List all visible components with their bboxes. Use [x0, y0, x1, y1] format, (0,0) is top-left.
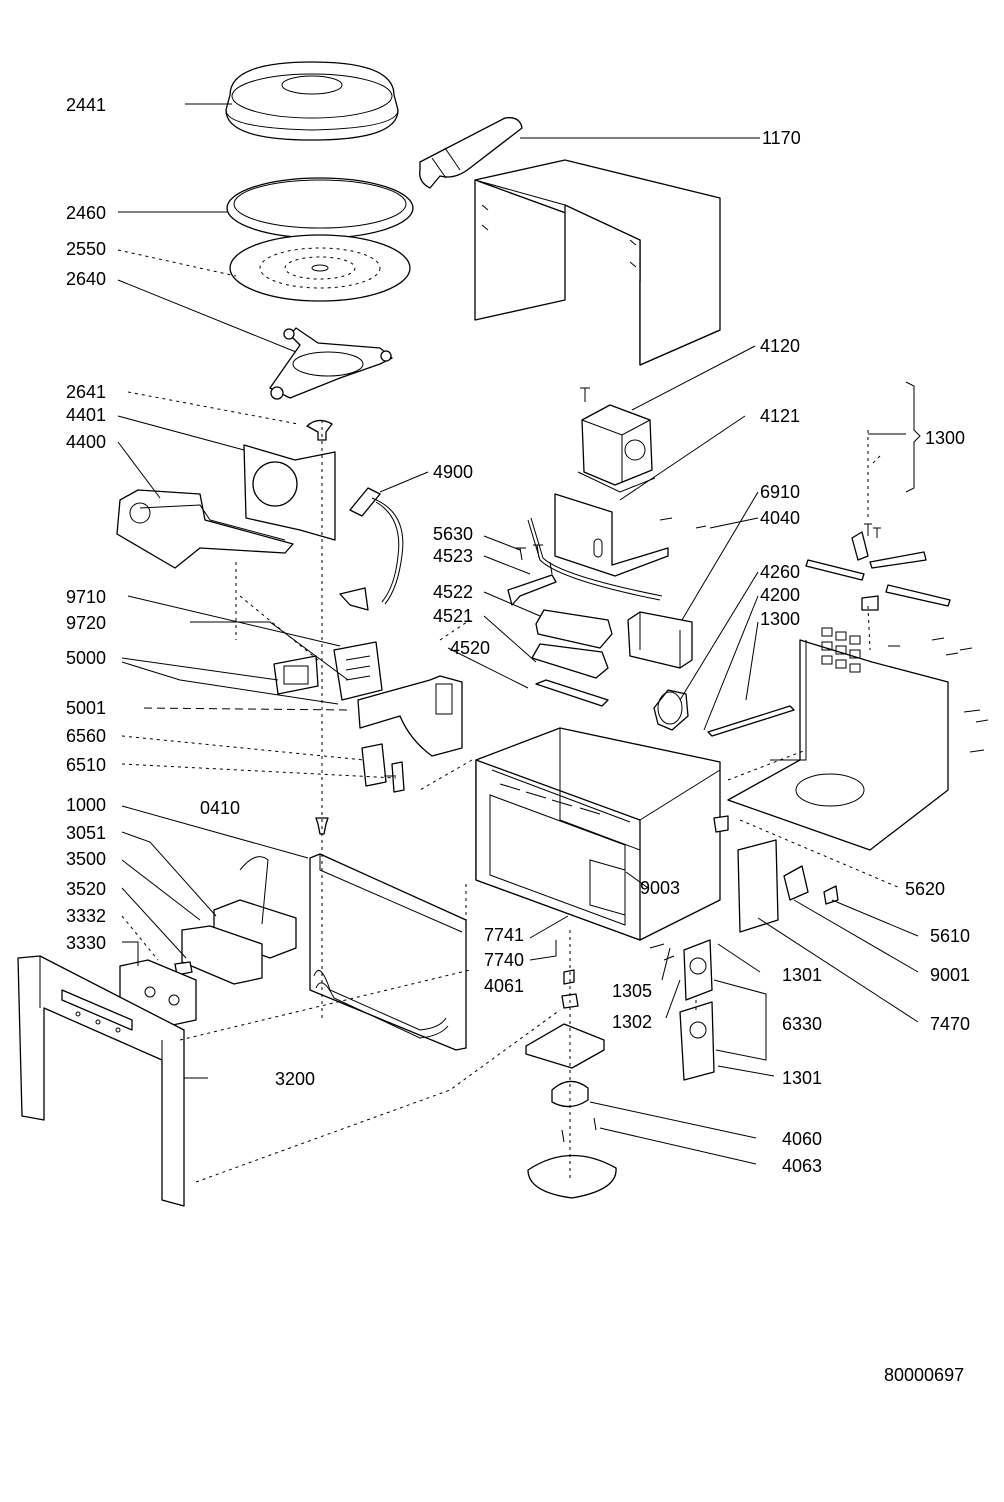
rod-part — [707, 705, 795, 737]
label-5620: 5620 — [905, 879, 945, 899]
drawing-number: 80000697 — [884, 1365, 964, 1385]
outer-cabinet-casing — [474, 159, 721, 366]
label-1170: 1170 — [762, 128, 801, 148]
label-7740: 7740 — [484, 950, 524, 970]
coupler-part — [306, 419, 333, 441]
right-side-panel — [727, 627, 989, 851]
door-switches — [361, 743, 405, 793]
right-side-small-parts — [713, 815, 839, 933]
label-2460: 2460 — [66, 203, 106, 223]
label-3520: 3520 — [66, 879, 106, 899]
label-6330: 6330 — [782, 1014, 822, 1034]
label-4523: 4523 — [433, 546, 473, 566]
label-4120: 4120 — [760, 336, 800, 356]
label-2641: 2641 — [66, 382, 106, 402]
front-frame-part — [17, 955, 185, 1207]
capacitor-part — [627, 611, 693, 669]
door-part — [309, 853, 467, 1051]
vent-grille — [821, 627, 861, 673]
transformer-bracket-part — [554, 493, 707, 577]
label-5630: 5630 — [433, 524, 473, 544]
label-3330: 3330 — [66, 933, 106, 953]
label-5610: 5610 — [930, 926, 970, 946]
label-3332: 3332 — [66, 906, 106, 926]
label-4260: 4260 — [760, 562, 800, 582]
power-cable-part — [339, 487, 404, 611]
turntable-cover-part — [225, 61, 399, 141]
label-2550: 2550 — [66, 239, 106, 259]
label-4400: 4400 — [66, 432, 106, 452]
label-7741: 7741 — [484, 925, 524, 945]
label-4063: 4063 — [782, 1156, 822, 1176]
construction-lines — [179, 420, 881, 1183]
shield-panel — [357, 675, 463, 757]
oven-cavity — [475, 727, 721, 941]
roller-support-part — [269, 327, 393, 400]
glass-tray-part — [226, 177, 414, 239]
label-2441: 2441 — [66, 95, 106, 115]
label-6510: 6510 — [66, 755, 106, 775]
label-4040: 4040 — [760, 508, 800, 528]
label-4521: 4521 — [433, 606, 473, 626]
label-9710: 9710 — [66, 587, 106, 607]
waveguide-parts — [531, 609, 613, 707]
label-1302: 1302 — [612, 1012, 652, 1032]
label-1305: 1305 — [612, 981, 652, 1001]
control-panel-parts — [119, 856, 297, 1027]
control-boards — [273, 641, 383, 701]
label-6560: 6560 — [66, 726, 106, 746]
small-screws — [507, 544, 557, 606]
label-0410: 0410 — [200, 798, 240, 818]
label-2640: 2640 — [66, 269, 106, 289]
leader-lines — [117, 103, 919, 1165]
label-4520: 4520 — [450, 638, 490, 658]
label-1000: 1000 — [66, 795, 106, 815]
label-9001: 9001 — [930, 965, 970, 985]
turntable-motor-parts — [525, 969, 617, 1199]
label-9720: 9720 — [66, 613, 106, 633]
bracket-brace — [905, 381, 921, 493]
turntable-plate-part — [229, 234, 411, 302]
transformer-part — [577, 387, 656, 493]
fan-part — [653, 689, 689, 731]
handle-part — [419, 117, 523, 189]
label-4061: 4061 — [484, 976, 524, 996]
rail-parts — [805, 523, 951, 611]
label-4060: 4060 — [782, 1129, 822, 1149]
label-1301-lower: 1301 — [782, 1068, 822, 1088]
label-1300-lower: 1300 — [760, 609, 800, 629]
label-4401: 4401 — [66, 405, 106, 425]
label-3500: 3500 — [66, 849, 106, 869]
label-6910: 6910 — [760, 482, 800, 502]
motor-assembly-part — [116, 444, 336, 569]
label-3200: 3200 — [275, 1069, 315, 1089]
label-5000: 5000 — [66, 648, 106, 668]
label-4522: 4522 — [433, 582, 473, 602]
label-5001: 5001 — [66, 698, 106, 718]
label-9003: 9003 — [640, 878, 680, 898]
label-4900: 4900 — [433, 462, 473, 482]
label-4200: 4200 — [760, 585, 800, 605]
label-3051: 3051 — [66, 823, 106, 843]
label-1300-upper: 1300 — [925, 428, 965, 448]
label-1301-upper: 1301 — [782, 965, 822, 985]
label-4121: 4121 — [760, 406, 800, 426]
label-7470: 7470 — [930, 1014, 970, 1034]
internal-wire — [527, 517, 663, 601]
switch-bracket-parts — [649, 939, 715, 1081]
